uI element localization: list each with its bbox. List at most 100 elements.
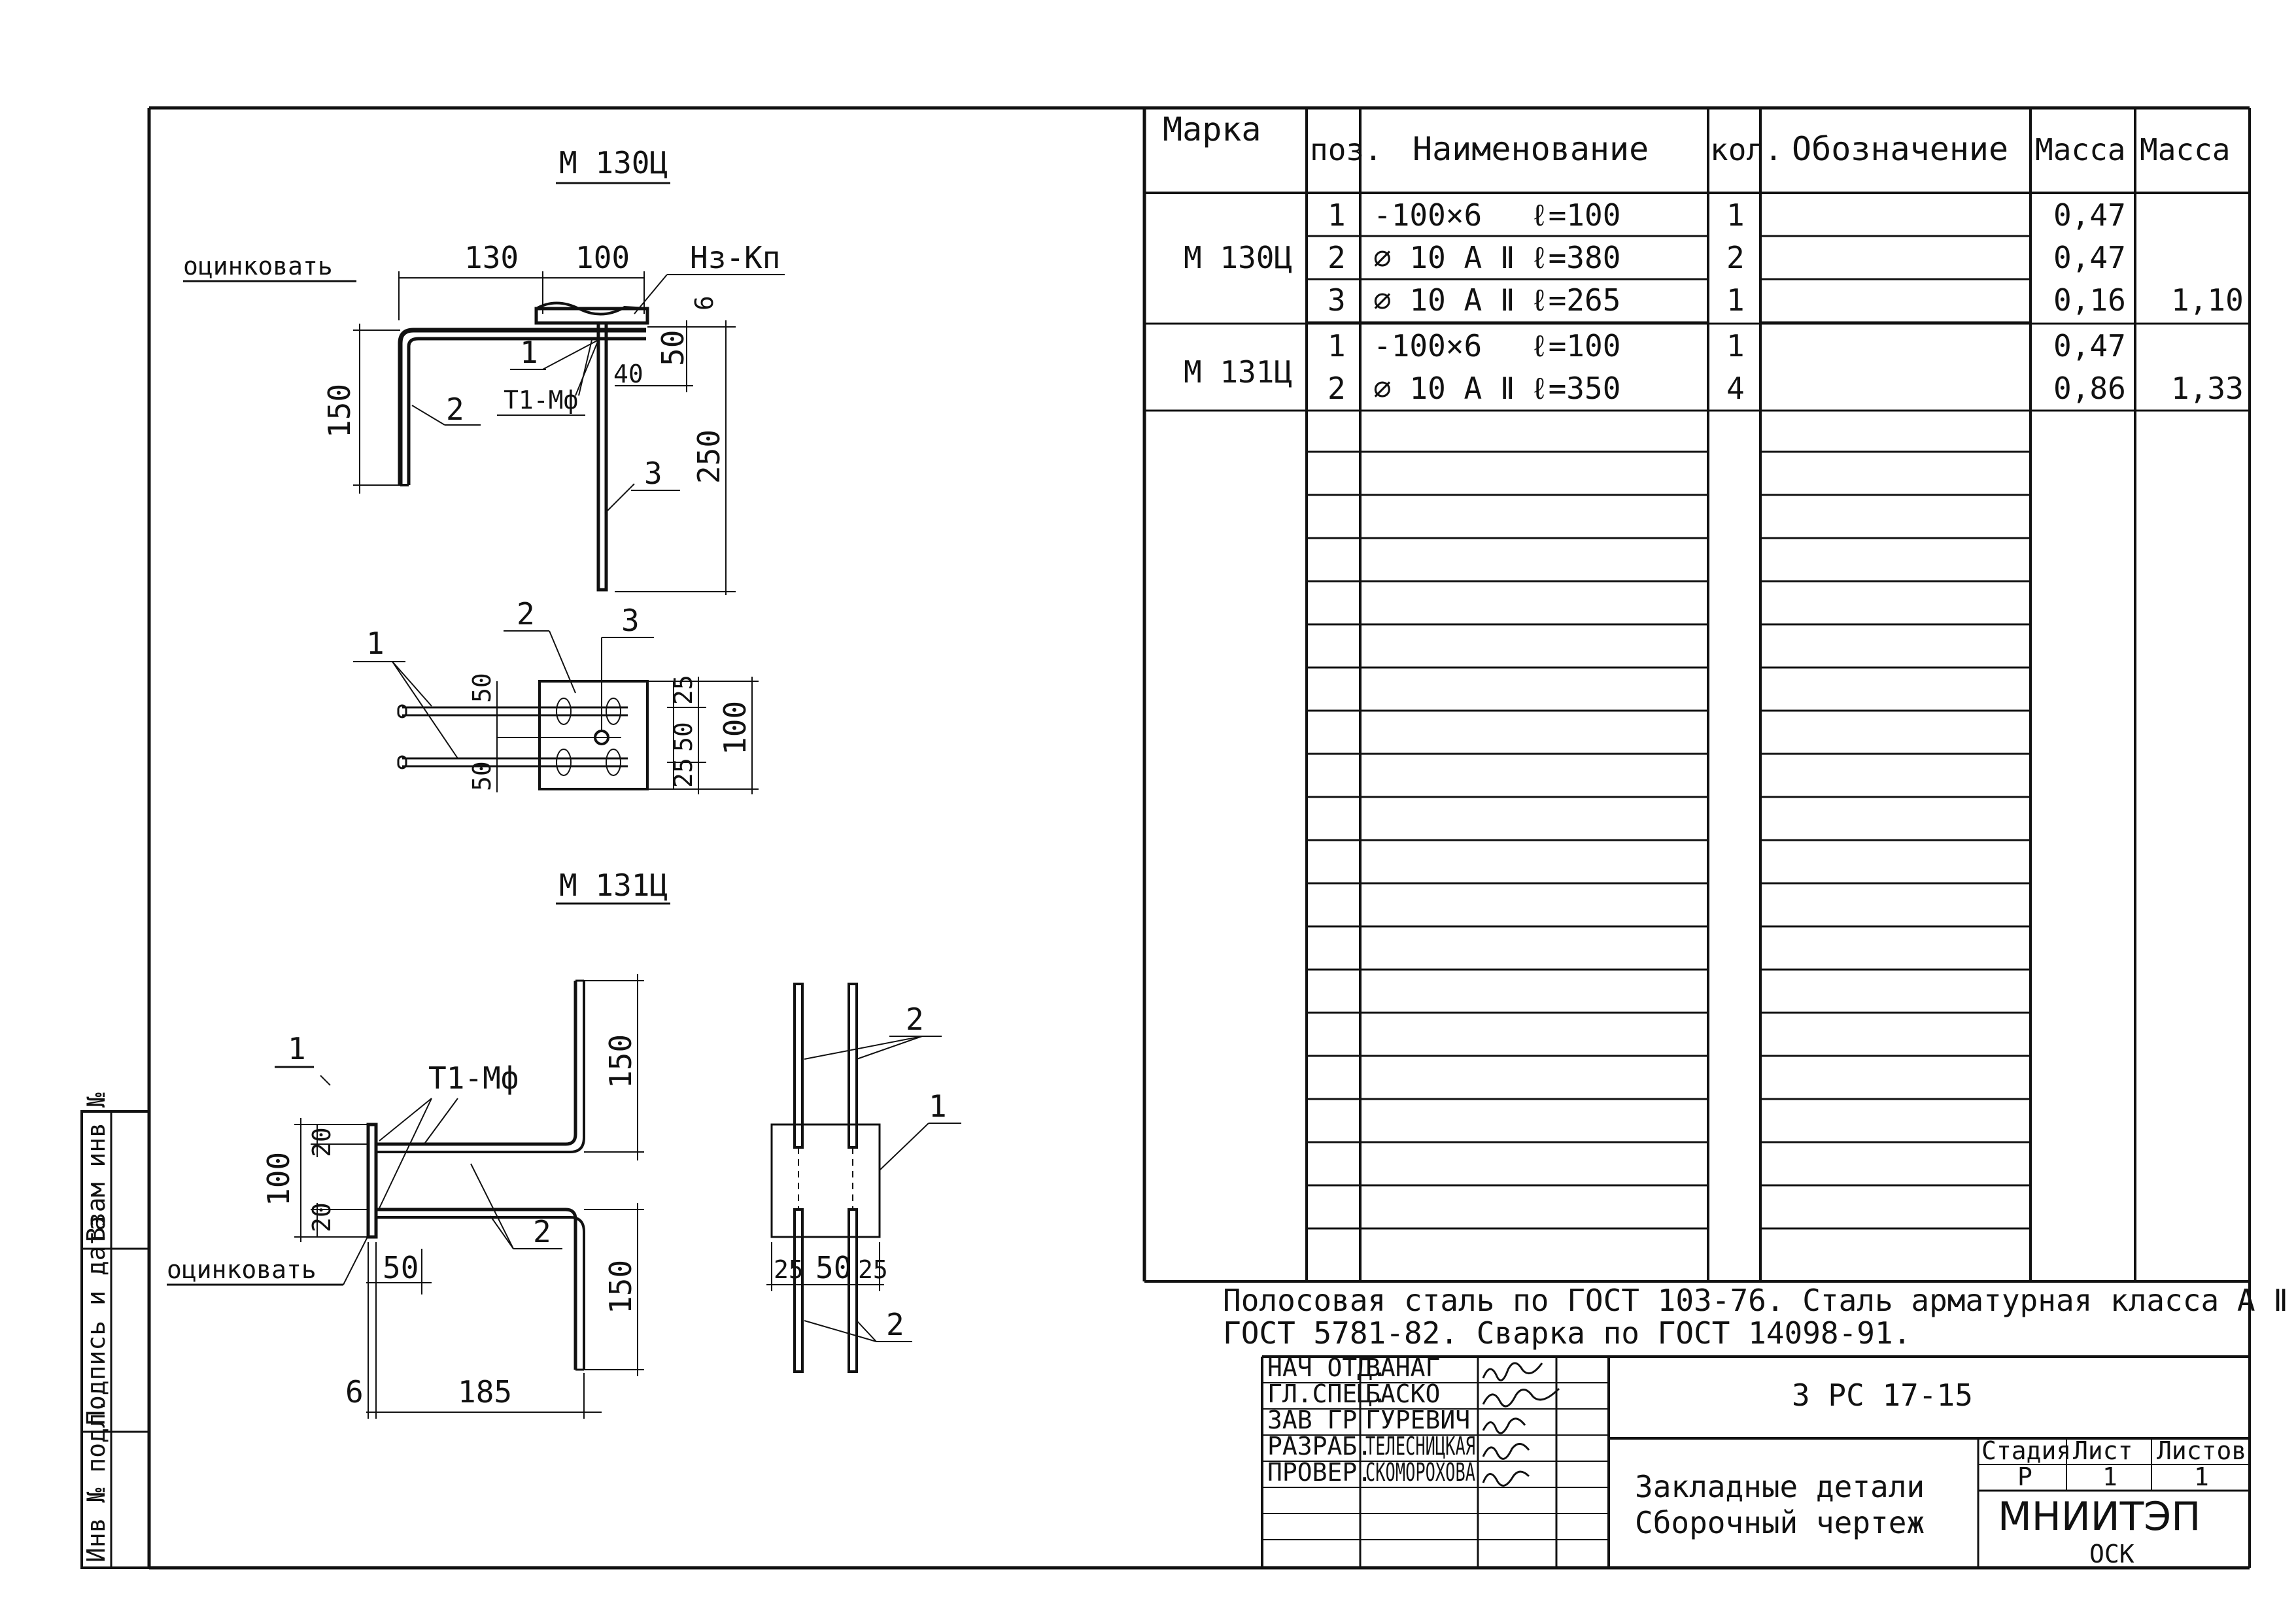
row-mass: 0,16 bbox=[2053, 282, 2126, 318]
spec-header-mark: Марка bbox=[1163, 110, 1261, 148]
org-sub: ОСК bbox=[2089, 1540, 2134, 1568]
m131-title: М 131Ц bbox=[559, 868, 668, 903]
tb-name-1: ВАНАГ bbox=[1365, 1353, 1440, 1382]
spec-row: 2 ⌀ 10 А Ⅱ ℓ=380 2 0,47 bbox=[1328, 240, 2126, 275]
row-total: 1,33 bbox=[2171, 371, 2244, 406]
m131-view-pos-2a: 2 bbox=[906, 1002, 924, 1037]
side-label-sign: Подпись и дата bbox=[82, 1216, 111, 1425]
m130-plan-dim-25a: 25 bbox=[669, 675, 698, 705]
row-qty: 1 bbox=[1726, 197, 1745, 233]
m130-pos-2: 2 bbox=[446, 392, 464, 427]
spec-mark-m130: М 130Ц bbox=[1184, 240, 1292, 275]
row-length: ℓ=100 bbox=[1530, 328, 1620, 364]
spec-row: 3 ⌀ 10 А Ⅱ ℓ=265 1 0,16 1,10 bbox=[1328, 282, 2244, 318]
row-name: ⌀ 10 А Ⅱ bbox=[1373, 282, 1515, 318]
m131-galv-note: оцинковать bbox=[167, 1255, 317, 1284]
m131-view-dim-25b: 25 bbox=[858, 1255, 888, 1284]
doc-title-2: Сборочный чертеж bbox=[1635, 1505, 1925, 1540]
m130-plan-pos-1: 2 bbox=[517, 596, 535, 632]
tb-role-3: ЗАВ ГР bbox=[1267, 1406, 1357, 1434]
stage-val-sheet: 1 bbox=[2102, 1463, 2117, 1491]
m131-dim-100: 100 bbox=[261, 1152, 296, 1206]
m130-plan-pos-3: 3 bbox=[621, 603, 640, 638]
row-name: ⌀ 10 А Ⅱ bbox=[1373, 371, 1515, 406]
row-mass: 0,86 bbox=[2053, 371, 2126, 406]
stage-head-sheet: Лист bbox=[2073, 1436, 2133, 1465]
spec-row-lines bbox=[1307, 235, 2030, 1230]
note-line-1: Полосовая сталь по ГОСТ 103-76. Сталь ар… bbox=[1223, 1283, 2296, 1318]
tb-role-4: РАЗРАБ. bbox=[1267, 1432, 1372, 1461]
row-name: -100×6 bbox=[1373, 197, 1482, 233]
spec-header-designation: Обозначение bbox=[1792, 130, 2008, 168]
spec-table: Марка поз. Наименование кол. Обозначение… bbox=[1142, 108, 2250, 1283]
row-qty: 4 bbox=[1726, 371, 1745, 406]
row-pos: 2 bbox=[1328, 240, 1346, 275]
m131-dim-6: 6 bbox=[345, 1374, 364, 1410]
row-qty: 1 bbox=[1726, 282, 1745, 318]
dim-6: 6 bbox=[690, 296, 719, 311]
tb-name-4: ТЕЛЕСНИЦКАЯ bbox=[1365, 1432, 1475, 1461]
note-line-2: ГОСТ 5781-82. Сварка по ГОСТ 14098-91. bbox=[1223, 1315, 1911, 1351]
signatures bbox=[1482, 1362, 1560, 1487]
m131-dim-20a: 20 bbox=[307, 1127, 336, 1157]
spec-header-mass-total: Масса bbox=[2140, 132, 2230, 167]
spec-header-qty: кол. bbox=[1710, 132, 1783, 167]
m131-weld: Т1-Мф bbox=[428, 1060, 519, 1096]
stage-head-stage: Стадия bbox=[1981, 1436, 2071, 1465]
dim-40: 40 bbox=[613, 360, 643, 388]
row-pos: 3 bbox=[1328, 282, 1346, 318]
tb-name-2: БАСКО bbox=[1365, 1379, 1440, 1408]
m131-view-pos-2b: 2 bbox=[886, 1307, 904, 1342]
dim-100: 100 bbox=[575, 240, 630, 275]
spec-header-name: Наименование bbox=[1413, 130, 1649, 168]
spec-mark-m131: М 131Ц bbox=[1184, 354, 1292, 390]
row-length: ℓ=380 bbox=[1530, 240, 1620, 275]
org-name: МНИИТЭП bbox=[1998, 1494, 2201, 1540]
dim-250: 250 bbox=[691, 430, 727, 484]
row-mass: 0,47 bbox=[2053, 328, 2126, 364]
dim-130: 130 bbox=[464, 240, 519, 275]
tb-role-1: НАЧ ОТД. bbox=[1267, 1353, 1387, 1382]
sheet-frame bbox=[147, 106, 2251, 1570]
notes: Полосовая сталь по ГОСТ 103-76. Сталь ар… bbox=[1223, 1283, 2296, 1351]
tb-role-2: ГЛ.СПЕЦ. bbox=[1267, 1379, 1387, 1408]
doc-title-1: Закладные детали bbox=[1635, 1469, 1925, 1504]
stage-head-sheets: Листов bbox=[2157, 1436, 2246, 1465]
m130-elevation: М 130Ц оцинковать 130 100 Нз-Кп 150 2 6 bbox=[183, 145, 785, 595]
row-mass: 0,47 bbox=[2053, 197, 2126, 233]
row-qty: 2 bbox=[1726, 240, 1745, 275]
row-pos: 2 bbox=[1328, 371, 1346, 406]
doc-code: 3 РС 17-15 bbox=[1792, 1378, 1973, 1413]
side-label-replace: Взам инв № bbox=[82, 1092, 111, 1242]
row-length: ℓ=265 bbox=[1530, 282, 1620, 318]
spec-row: 2 ⌀ 10 А Ⅱ ℓ=350 4 0,86 1,33 bbox=[1328, 371, 2244, 406]
m130-plan-dim-100: 100 bbox=[717, 701, 753, 755]
dim-150: 150 bbox=[322, 384, 357, 438]
row-length: ℓ=100 bbox=[1530, 197, 1620, 233]
m130-plan: 1 2 3 50 50 25 50 25 100 bbox=[353, 596, 759, 794]
tb-name-5: СКОМОРОХОВА bbox=[1365, 1458, 1475, 1487]
m130-pos-1: 1 bbox=[520, 335, 538, 370]
m130-plan-pos-2: 1 bbox=[366, 626, 385, 661]
m131-view-pos-1: 1 bbox=[929, 1089, 947, 1124]
m130-plan-dim-50c: 50 bbox=[669, 722, 698, 752]
side-label-inv: Инв № подл. bbox=[82, 1398, 111, 1563]
m130-weld: Т1-Мф bbox=[504, 386, 578, 414]
m131-elevation: М 131Ц 150 150 100 20 20 1 Т1-Мф bbox=[167, 868, 670, 1419]
row-mass: 0,47 bbox=[2053, 240, 2126, 275]
row-name: ⌀ 10 А Ⅱ bbox=[1373, 240, 1515, 275]
spec-header-pos: поз. bbox=[1310, 132, 1382, 167]
spec-row: 1 -100×6 ℓ=100 1 0,47 bbox=[1328, 197, 2126, 233]
row-length: ℓ=350 bbox=[1530, 371, 1620, 406]
m131-view-dim-25a: 25 bbox=[774, 1255, 804, 1284]
m130-plan-dim-50a: 50 bbox=[468, 673, 496, 703]
m131-side-view: 2 1 2 25 50 25 bbox=[766, 983, 961, 1373]
spec-header-mass: Масса bbox=[2035, 132, 2125, 167]
m131-view-dim-50: 50 bbox=[815, 1250, 851, 1285]
m131-dim-20b: 20 bbox=[307, 1202, 336, 1232]
tb-name-3: ГУРЕВИЧ bbox=[1365, 1406, 1470, 1434]
m131-dim-50: 50 bbox=[383, 1250, 419, 1285]
row-pos: 1 bbox=[1328, 328, 1346, 364]
row-qty: 1 bbox=[1726, 328, 1745, 364]
